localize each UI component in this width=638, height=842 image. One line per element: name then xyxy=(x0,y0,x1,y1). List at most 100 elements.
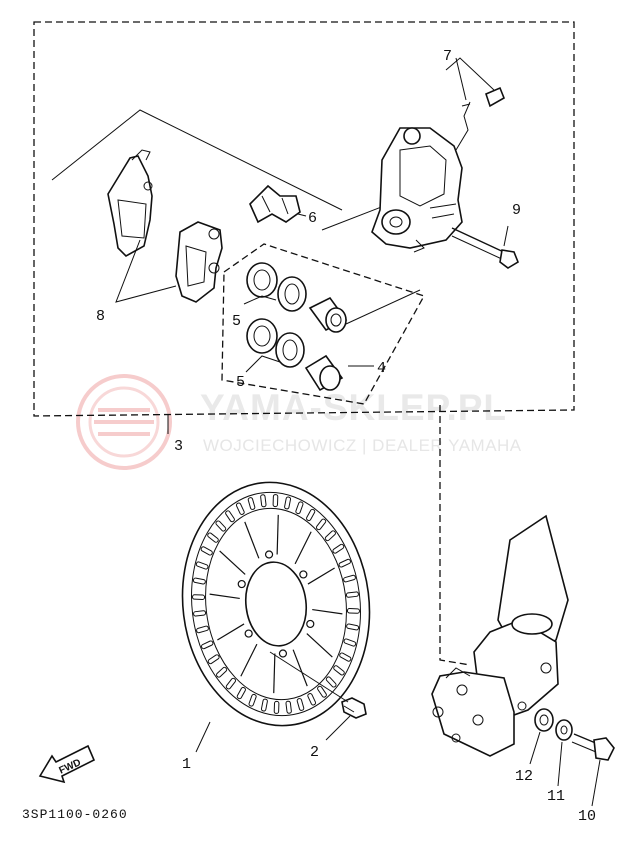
callout-11-leader xyxy=(557,741,563,787)
disc-slot xyxy=(225,510,235,523)
disc-slot xyxy=(343,574,356,583)
disc-bolt-hole xyxy=(264,550,274,559)
disc-slot xyxy=(192,594,206,600)
callout-label: 6 xyxy=(308,210,317,227)
disc-slot xyxy=(332,543,345,554)
disc-spoke xyxy=(240,643,258,677)
callout-label: 11 xyxy=(547,788,565,805)
callout-5b-leader xyxy=(245,355,281,373)
callout-label: 2 xyxy=(310,744,319,761)
pad-to-caliper-leader xyxy=(321,205,385,231)
piston-leader xyxy=(345,289,421,325)
disc-spoke xyxy=(219,550,246,575)
disc-bolt-hole xyxy=(278,649,288,658)
callout-label: 9 xyxy=(512,202,521,219)
callout-label: 3 xyxy=(174,438,183,455)
disc-slot xyxy=(273,700,280,714)
disc-slot xyxy=(295,501,304,515)
disc-bolt xyxy=(341,697,367,719)
disc-slot xyxy=(307,693,317,706)
disc-slot xyxy=(201,640,214,650)
disc-spoke xyxy=(273,653,276,694)
watermark-logo-icon xyxy=(76,374,172,470)
disc-spoke xyxy=(244,521,260,559)
disc-spoke xyxy=(276,514,279,555)
brake-pad-front xyxy=(175,221,223,303)
callout-7-leader-b xyxy=(455,57,467,101)
disc-slot xyxy=(247,497,256,510)
fork-leg xyxy=(431,514,569,757)
disc-spoke xyxy=(292,649,308,687)
disc-slot xyxy=(324,530,336,542)
disc-bolt-hole xyxy=(244,629,253,638)
callout-label: 12 xyxy=(515,768,533,785)
disc-slot xyxy=(248,693,257,707)
callout-2-leader xyxy=(325,715,351,741)
piston-seals xyxy=(246,262,307,368)
disc-spoke xyxy=(209,593,240,600)
callout-8-leader xyxy=(115,239,177,303)
watermark-subtitle: WOJCIECHOWICZ | DEALER YAMAHA xyxy=(203,436,522,455)
disc-bolt-hole xyxy=(237,579,246,589)
fork-bolt xyxy=(571,733,615,761)
disc-slot xyxy=(193,610,207,617)
disc-slot xyxy=(346,608,360,614)
callout-7-leader xyxy=(445,57,495,91)
disc-slot xyxy=(215,520,227,532)
caliper-assembly-box xyxy=(33,21,575,417)
caliper-body xyxy=(371,127,463,253)
disc-spoke xyxy=(294,531,312,565)
brake-disc xyxy=(181,481,371,727)
disc-slot xyxy=(284,496,292,510)
bleeder-valve xyxy=(455,86,506,151)
disc-slot xyxy=(345,591,359,598)
disc-slot xyxy=(235,502,245,515)
caliper-to-fork-line xyxy=(439,405,471,666)
disc-slot xyxy=(315,518,327,531)
callout-label: 5 xyxy=(232,313,241,330)
disc-slot xyxy=(196,625,209,634)
callout-label: 7 xyxy=(443,48,452,65)
disc-slot xyxy=(317,685,327,698)
callout-label: 8 xyxy=(96,308,105,325)
disc-slot xyxy=(225,677,237,690)
callout-label: 10 xyxy=(578,808,596,825)
disc-bolt-hole xyxy=(299,570,308,579)
brake-pad-rear xyxy=(107,149,153,257)
callout-label: 1 xyxy=(182,756,191,773)
disc-slot xyxy=(346,623,360,631)
callout-12-leader xyxy=(529,731,541,765)
disc-slot xyxy=(216,666,228,678)
disc-slot xyxy=(333,665,345,676)
disc-slot xyxy=(260,698,268,712)
disc-slot xyxy=(207,532,219,543)
disc-slot xyxy=(272,494,279,508)
callout-label: 4 xyxy=(377,360,386,377)
caliper-bolt xyxy=(451,227,519,269)
callout-9-leader xyxy=(503,225,509,247)
disc-slot xyxy=(325,676,337,688)
callout-5a-leader xyxy=(243,295,277,305)
disc-slot xyxy=(306,508,316,522)
pad-group-leader xyxy=(51,109,343,211)
disc-spoke xyxy=(306,633,333,658)
fork-washers xyxy=(534,708,573,741)
disc-spoke xyxy=(217,623,245,641)
disc-slot xyxy=(207,654,220,665)
disc-slot xyxy=(200,546,213,556)
disc-slot xyxy=(296,698,305,711)
disc-slot xyxy=(192,577,206,585)
pistons xyxy=(304,296,348,392)
disc-bolt-hole xyxy=(306,619,315,629)
forward-arrow-icon: FWD xyxy=(38,744,96,784)
disc-slot xyxy=(343,638,357,647)
disc-slot xyxy=(339,652,352,662)
watermark-title: YAMA-SKLEP.PL xyxy=(200,387,507,428)
disc-spoke xyxy=(307,567,335,585)
disc-spoke xyxy=(312,608,343,615)
callout-10-leader xyxy=(591,759,601,807)
disc-vent-slots xyxy=(192,494,360,714)
disc-slot xyxy=(260,494,267,508)
piston-kit-box xyxy=(221,243,425,405)
